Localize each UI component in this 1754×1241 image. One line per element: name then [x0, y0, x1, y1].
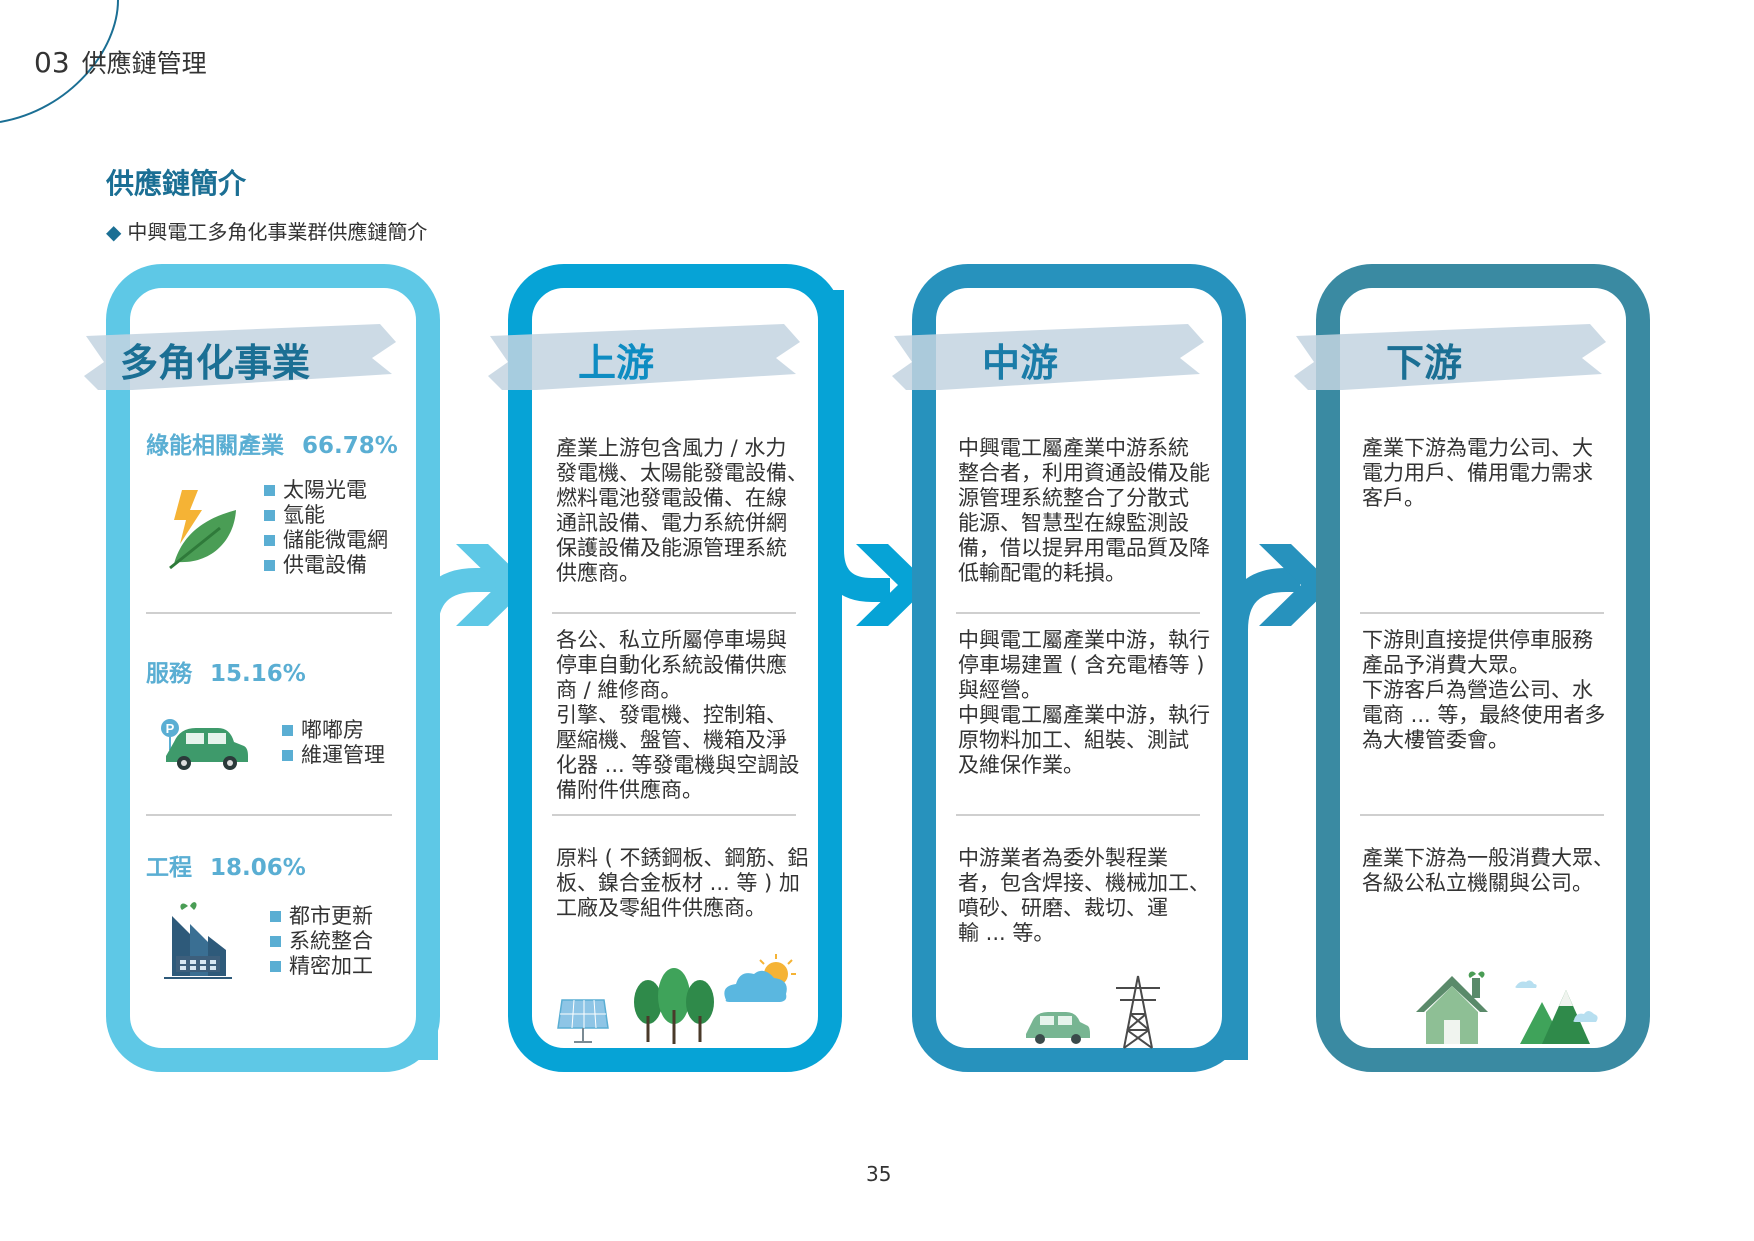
diamond-bullet-icon: ◆	[106, 220, 122, 244]
section-number: 03	[34, 46, 70, 79]
card-title-midstream: 中游	[982, 341, 1059, 385]
segment-name: 工程	[146, 855, 192, 881]
cloud-sun-icon	[724, 954, 796, 1002]
section-name: 供應鏈管理	[81, 49, 207, 78]
segment-name: 綠能相關產業	[146, 433, 284, 459]
page-title: 供應鏈簡介	[106, 167, 247, 200]
subtitle-text: 中興電工多角化事業群供應鏈簡介	[127, 220, 428, 244]
list-item: 供電設備	[264, 553, 388, 578]
midstream-paragraph-2: 中興電工屬產業中游，執行 停車場建置 ( 含充電樁等 ) 與經營。 中興電工屬產…	[958, 628, 1210, 777]
brush-stroke-decoration	[892, 324, 1204, 390]
divider	[956, 814, 1200, 816]
segment-percent: 66.78%	[302, 433, 398, 459]
brush-stroke-decoration	[488, 324, 800, 390]
brush-stroke-decoration	[1294, 324, 1606, 390]
divider	[956, 612, 1200, 614]
segment-heading-service: 服務 15.16%	[146, 654, 306, 688]
trees-icon	[634, 968, 714, 1044]
section-header: 03 供應鏈管理	[34, 44, 207, 80]
list-item: 都市更新	[270, 904, 373, 929]
mountains-icon	[1515, 980, 1598, 1044]
list-item: 精密加工	[270, 954, 373, 979]
list-item: 氫能	[264, 503, 388, 528]
list-item: 太陽光電	[264, 478, 388, 503]
list-item: 嘟嘟房	[282, 718, 385, 743]
midstream-paragraph-1: 中興電工屬產業中游系統 整合者，利用資通設備及能 源管理系統整合了分散式 能源、…	[958, 436, 1210, 585]
card-diversified	[106, 264, 440, 1072]
segment-percent: 15.16%	[210, 661, 306, 687]
card-downstream	[1316, 264, 1650, 1072]
downstream-paragraph-1: 產業下游為電力公司、大 電力用戶、備用電力需求 客戶。	[1362, 436, 1593, 510]
list-item: 系統整合	[270, 929, 373, 954]
power-tower-icon	[1116, 975, 1160, 1049]
divider	[1360, 612, 1604, 614]
parking-car-icon: P	[161, 719, 248, 770]
segment-heading-engineering: 工程 18.06%	[146, 848, 306, 882]
card-upstream	[508, 264, 842, 1072]
divider	[552, 814, 796, 816]
divider	[1360, 814, 1604, 816]
card-title-diversified: 多角化事業	[120, 341, 311, 385]
downstream-paragraph-2: 下游則直接提供停車服務 產品予消費大眾。 下游客戶為營造公司、水 電商 ... …	[1362, 628, 1606, 752]
svg-text:P: P	[166, 721, 175, 736]
segment-items-green-energy: 太陽光電 氫能 儲能微電網 供電設備	[264, 478, 388, 578]
page-subtitle: ◆中興電工多角化事業群供應鏈簡介	[106, 216, 427, 245]
page-number: 35	[866, 1162, 892, 1186]
upstream-paragraph-3: 原料 ( 不銹鋼板、鋼筋、鋁 板、鎳合金板材 ... 等 ) 加 工廠及零組件供…	[556, 846, 809, 920]
car-icon	[1026, 1012, 1090, 1044]
card-midstream	[912, 264, 1246, 1072]
leaf-lightning-icon	[169, 490, 236, 570]
solar-panel-icon	[557, 999, 609, 1043]
downstream-paragraph-3: 產業下游為一般消費大眾、 各級公私立機關與公司。	[1362, 846, 1614, 895]
card-title-upstream: 上游	[578, 341, 655, 385]
segment-percent: 18.06%	[210, 855, 306, 881]
divider	[146, 612, 392, 614]
upstream-paragraph-1: 產業上游包含風力 / 水力 發電機、太陽能發電設備、 燃料電池發電設備、在線 通…	[556, 436, 808, 585]
brush-stroke-decoration	[84, 324, 396, 390]
segment-heading-green-energy: 綠能相關產業 66.78%	[146, 426, 398, 460]
upstream-paragraph-2: 各公、私立所屬停車場與 停車自動化系統設備供應 商 / 維修商。 引擎、發電機、…	[556, 628, 800, 802]
segment-name: 服務	[146, 661, 192, 687]
card-title-downstream: 下游	[1386, 341, 1463, 385]
divider	[146, 814, 392, 816]
corner-arc-decoration	[0, 0, 119, 123]
midstream-paragraph-3: 中游業者為委外製程業 者，包含焊接、機械加工、 噴砂、研磨、裁切、運 輸 ...…	[958, 846, 1210, 945]
factory-icon	[164, 902, 232, 979]
list-item: 儲能微電網	[264, 528, 388, 553]
segment-items-engineering: 都市更新 系統整合 精密加工	[270, 904, 373, 979]
divider	[552, 612, 796, 614]
house-icon	[1416, 971, 1488, 1044]
segment-items-service: 嘟嘟房 維運管理	[282, 718, 385, 768]
list-item: 維運管理	[282, 743, 385, 768]
